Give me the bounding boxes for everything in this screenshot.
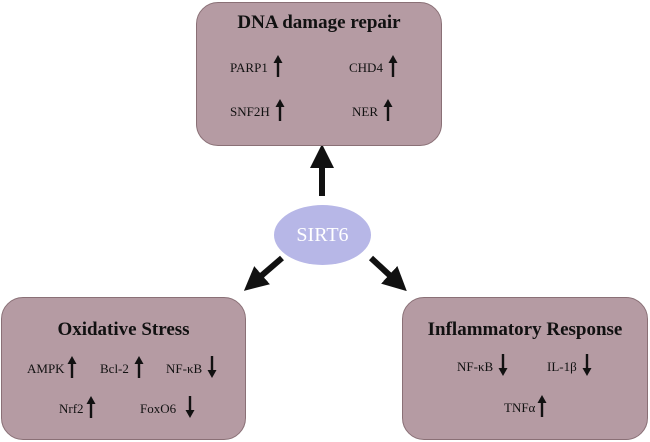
up-arrow-icon — [273, 54, 283, 82]
item-label: Nrf2 — [59, 401, 84, 416]
up-arrow-icon — [67, 355, 77, 383]
up-arrow-icon — [275, 98, 285, 126]
item-label: IL-1β — [547, 359, 577, 374]
item-label: TNFα — [504, 400, 536, 415]
item-nfkb: NF-κB — [166, 355, 217, 383]
item-label: FoxO6 — [140, 401, 177, 416]
oxidative-stress-title: Oxidative Stress — [57, 319, 190, 340]
item-ner: NER — [352, 98, 393, 126]
item-nfkb: NF-κB — [457, 353, 508, 381]
up-arrow-icon — [86, 395, 96, 423]
down-arrow-icon — [498, 353, 508, 381]
down-arrow-icon — [207, 355, 217, 383]
item-tnfa: TNFα — [504, 394, 547, 422]
item-ampk: AMPK — [27, 355, 77, 383]
up-arrow-icon — [134, 355, 144, 383]
up-arrow-icon — [537, 394, 547, 422]
down-arrow-icon — [185, 395, 195, 423]
sirt6-label: SIRT6 — [296, 223, 349, 246]
item-chd4: CHD4 — [349, 54, 398, 82]
item-nrf2: Nrf2 — [59, 395, 96, 423]
item-parp1: PARP1 — [230, 54, 283, 82]
item-label: Bcl-2 — [100, 361, 129, 376]
sirt6-node: SIRT6 — [274, 205, 371, 265]
inflammatory-response-box: Inflammatory Response NF-κB IL-1β TNFα — [402, 297, 648, 440]
oxidative-stress-box: Oxidative Stress AMPK Bcl-2 NF-κB Nrf2 F… — [1, 297, 246, 440]
item-bcl2: Bcl-2 — [100, 355, 144, 383]
inflammatory-response-title: Inflammatory Response — [427, 319, 623, 340]
item-label: CHD4 — [349, 60, 383, 75]
item-foxo6: FoxO6 — [140, 395, 195, 423]
arrow-to-inflammatory-response — [368, 255, 407, 292]
item-snf2h: SNF2H — [230, 98, 285, 126]
item-label: AMPK — [27, 361, 65, 376]
item-label: NF-κB — [166, 361, 203, 376]
arrow-to-oxidative-stress — [243, 255, 284, 291]
up-arrow-icon — [383, 98, 393, 126]
item-label: SNF2H — [230, 104, 270, 119]
item-label: NER — [352, 104, 378, 119]
up-arrow-icon — [388, 54, 398, 82]
dna-repair-box: DNA damage repair PARP1 CHD4 SNF2H NER — [196, 2, 442, 146]
down-arrow-icon — [582, 353, 592, 381]
dna-repair-title: DNA damage repair — [237, 12, 401, 33]
item-label: NF-κB — [457, 359, 494, 374]
item-label: PARP1 — [230, 60, 268, 75]
item-il1b: IL-1β — [547, 353, 592, 381]
